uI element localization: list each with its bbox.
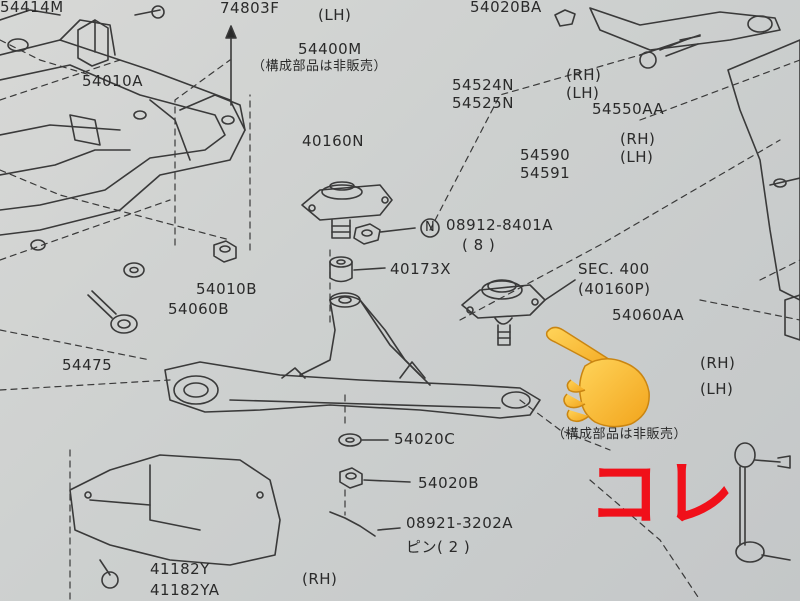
pin-qty-2: ピン( 2 )	[406, 538, 471, 556]
callout-kore: コレ	[588, 452, 737, 536]
sec-400: SEC. 400	[578, 260, 650, 278]
up-arrow	[225, 25, 237, 106]
part-54550aa: 54550AA	[592, 100, 665, 118]
bushing-40173x	[329, 256, 386, 283]
part-41182y: 41182Y	[150, 560, 210, 578]
part-08912-8401a: 08912-8401A	[446, 216, 554, 234]
part-40173x: 40173X	[390, 260, 451, 278]
part-74803f: 74803F	[220, 0, 280, 17]
bolt-54475	[87, 290, 138, 334]
knuckle	[727, 39, 800, 341]
part-54525n: 54525N	[452, 94, 514, 112]
lh-label-3: (LH)	[700, 380, 734, 398]
control-arm	[164, 292, 541, 419]
pointing-hand-icon	[545, 326, 650, 428]
upper-arm	[554, 7, 781, 69]
bolt-54060aa	[679, 35, 701, 41]
note-not-sold-top: （構成部品は非販売）	[252, 59, 388, 74]
part-40160n: 40160N	[302, 132, 364, 150]
part-54591: 54591	[520, 164, 571, 182]
note-not-sold-mid: （構成部品は非販売）	[552, 427, 688, 442]
lh-label-2: (LH)	[620, 148, 654, 166]
part-54414m: 54414M	[0, 0, 64, 16]
part-54010a: 54010A	[82, 72, 143, 90]
mount-40160n	[301, 181, 393, 239]
part-54020b: 54020B	[418, 474, 480, 492]
nut-54060b	[123, 262, 145, 278]
part-08921-3202a: 08921-3202A	[406, 514, 514, 532]
pin-08921	[329, 511, 401, 537]
lh-label-top: (LH)	[318, 6, 352, 24]
stabilizer-link	[734, 442, 791, 563]
rh-label-4: (RH)	[302, 570, 338, 588]
lh-label-1: (LH)	[566, 84, 600, 102]
nut-54020b	[339, 467, 411, 489]
nut-54010b	[213, 240, 237, 263]
bracket-54010a	[77, 5, 165, 67]
washer-54020c	[338, 433, 389, 447]
part-54590: 54590	[520, 146, 571, 164]
part-54010b: 54010B	[196, 280, 258, 298]
rh-label-1: (RH)	[566, 66, 602, 84]
cover-41182y	[69, 454, 281, 589]
nut-08912	[353, 218, 440, 245]
n-mark: N	[425, 220, 436, 235]
rh-label-3: (RH)	[700, 354, 736, 372]
part-40160p: (40160P)	[578, 280, 651, 298]
part-54060aa: 54060AA	[612, 306, 685, 324]
part-54475: 54475	[62, 356, 113, 374]
ball-joint	[461, 279, 576, 346]
part-54020ba: 54020BA	[470, 0, 542, 16]
dashed-leaders	[0, 39, 800, 601]
part-54524n: 54524N	[452, 76, 514, 94]
part-54400m: 54400M	[298, 40, 362, 58]
rh-label-2: (RH)	[620, 130, 656, 148]
qty-8: ( 8 )	[462, 236, 496, 254]
subframe	[0, 9, 246, 251]
part-41182ya: 41182YA	[150, 581, 220, 599]
part-54020c: 54020C	[394, 430, 456, 448]
part-54060b: 54060B	[168, 300, 230, 318]
